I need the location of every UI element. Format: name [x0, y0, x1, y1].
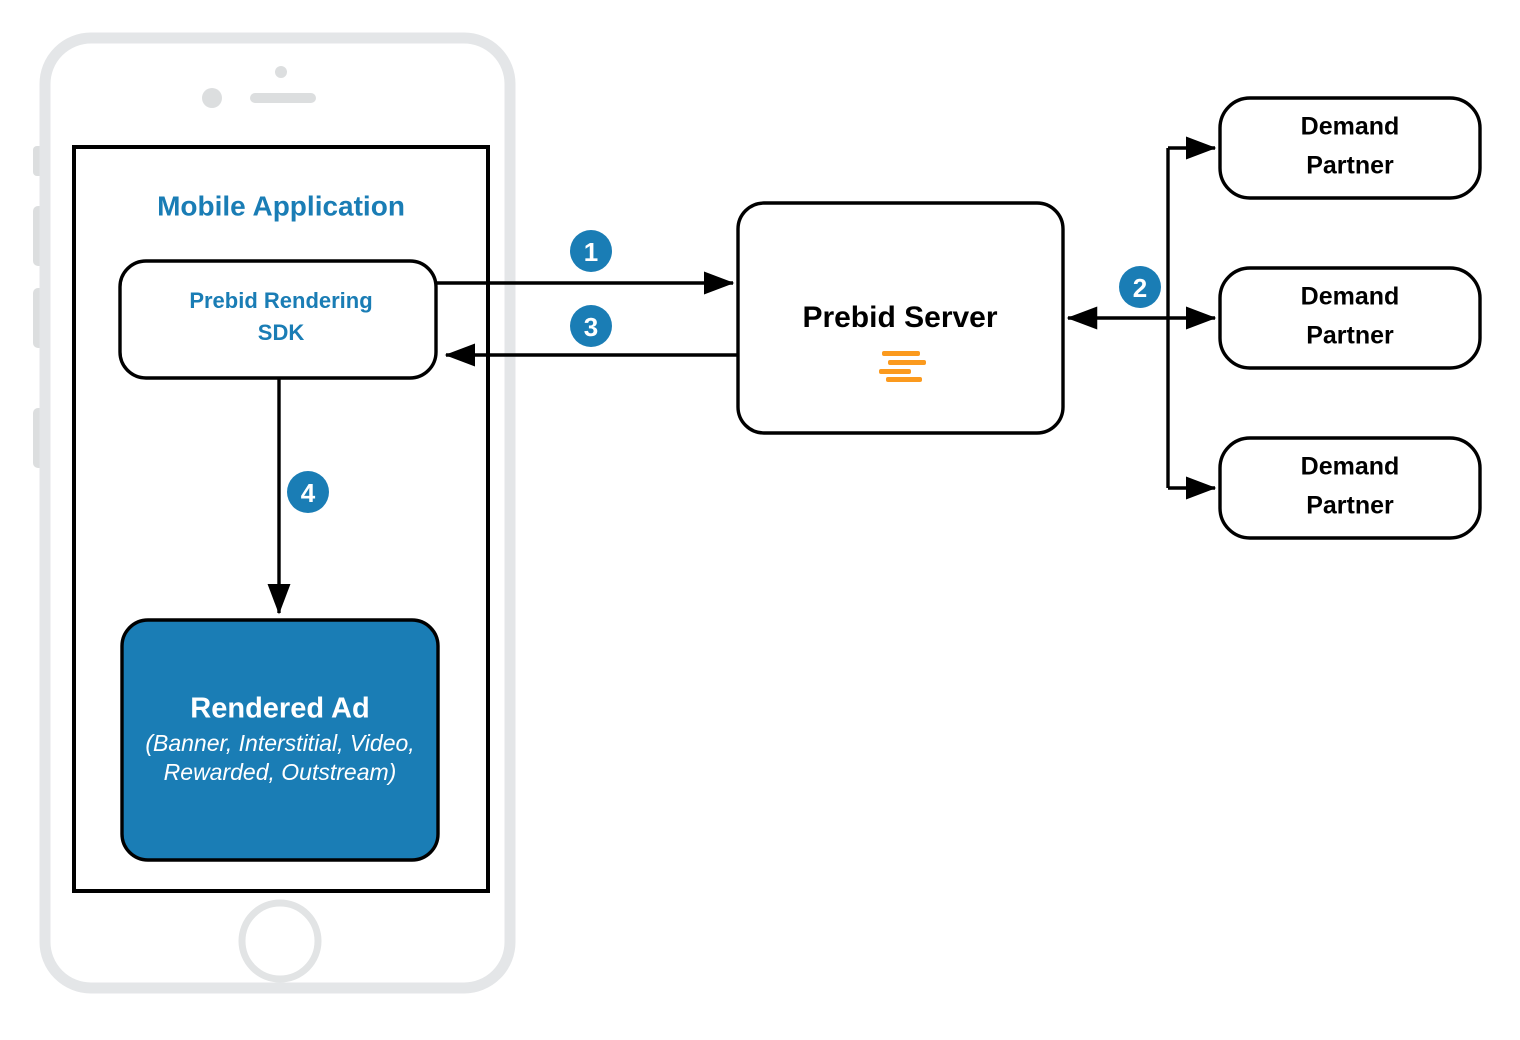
- step-badge-3: 3: [570, 305, 612, 347]
- demand-partner-box-2[interactable]: [1218, 266, 1482, 370]
- rendered-ad-box[interactable]: [120, 618, 440, 862]
- step-badge-1: 1: [570, 230, 612, 272]
- demand-partner-box-1[interactable]: [1218, 96, 1482, 200]
- prebid-logo-icon: [879, 351, 926, 382]
- sdk-label-line2: SDK: [258, 320, 305, 345]
- prebid-server-box[interactable]: [736, 201, 1065, 435]
- prebid-server-label: Prebid Server: [802, 301, 997, 334]
- proximity-sensor-icon: [275, 66, 287, 78]
- demand-partner-box-3[interactable]: [1218, 436, 1482, 540]
- step-badge-4: 4: [287, 471, 329, 513]
- step-badge-4-circle: [287, 471, 329, 513]
- demand-partner-node-3[interactable]: Demand Partner: [1218, 436, 1482, 540]
- step-badge-1-circle: [570, 230, 612, 272]
- rendered-ad-subtitle-line1: (Banner, Interstitial, Video,: [145, 730, 414, 756]
- demand-partner-2-line2: Partner: [1306, 322, 1394, 350]
- demand-partner-1-line2: Partner: [1306, 152, 1394, 180]
- step-badge-3-circle: [570, 305, 612, 347]
- mobile-application-title: Mobile Application: [157, 190, 405, 221]
- step-badge-2-circle: [1119, 266, 1161, 308]
- prebid-server-node[interactable]: Prebid Server: [736, 201, 1065, 435]
- earpiece-speaker: [250, 93, 316, 103]
- rendered-ad-title: Rendered Ad: [190, 693, 369, 725]
- demand-partner-node-2[interactable]: Demand Partner: [1218, 266, 1482, 370]
- demand-partner-3-line2: Partner: [1306, 492, 1394, 520]
- step-badge-1-number: 1: [584, 237, 598, 267]
- demand-partner-node-1[interactable]: Demand Partner: [1218, 96, 1482, 200]
- home-button[interactable]: [238, 899, 322, 983]
- demand-partner-3-line1: Demand: [1301, 453, 1400, 481]
- mobile-application-frame: [72, 145, 490, 893]
- prebid-rendering-sdk-node[interactable]: Prebid Rendering SDK: [118, 259, 438, 380]
- demand-partner-2-line1: Demand: [1301, 283, 1400, 311]
- rendered-ad-node[interactable]: Rendered Ad (Banner, Interstitial, Video…: [120, 618, 440, 862]
- step-badge-2: 2: [1119, 266, 1161, 308]
- front-camera-icon: [202, 88, 222, 108]
- step-badge-4-number: 4: [301, 478, 316, 508]
- sdk-label-line1: Prebid Rendering: [189, 288, 372, 313]
- demand-partner-1-line1: Demand: [1301, 113, 1400, 141]
- step-badge-2-number: 2: [1133, 273, 1147, 303]
- step-badge-3-number: 3: [584, 312, 598, 342]
- rendered-ad-subtitle-line2: Rewarded, Outstream): [164, 759, 397, 785]
